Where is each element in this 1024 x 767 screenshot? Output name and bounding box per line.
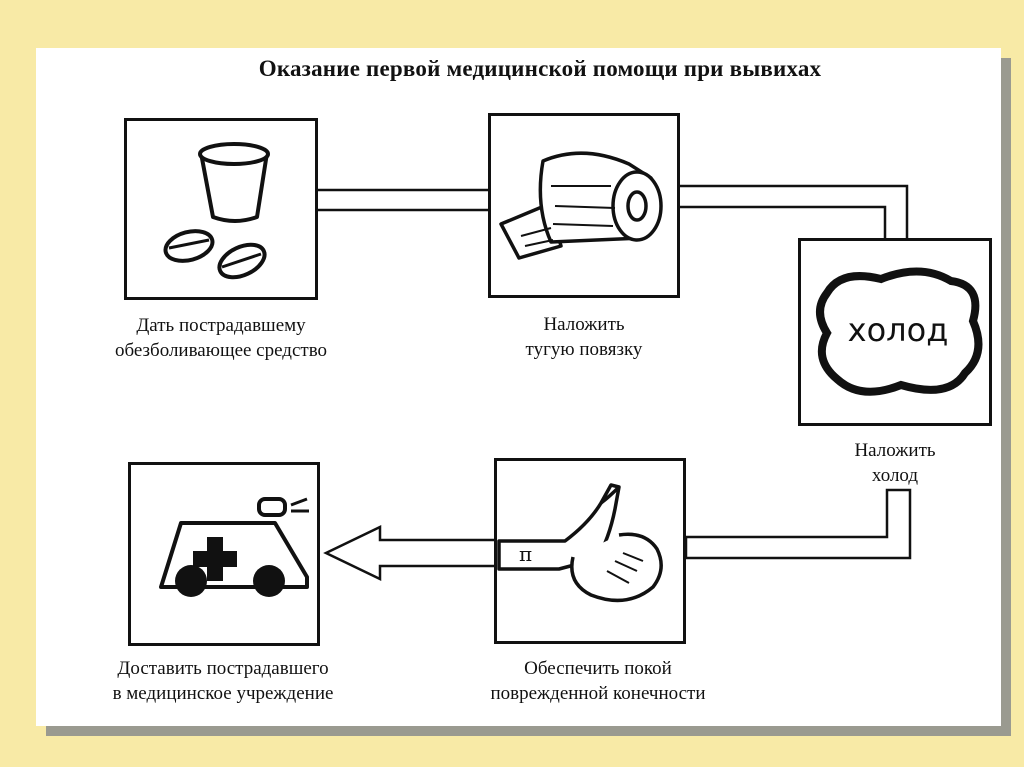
connector-2-3	[676, 184, 909, 242]
cold-pack-icon: холод	[816, 267, 983, 396]
diagram-title: Оказание первой медицинской помощи при в…	[258, 56, 822, 81]
connector-1-2	[314, 188, 494, 212]
step-3-box: холод	[798, 238, 992, 426]
cup-and-pills-icon	[163, 142, 270, 280]
step-4-box: π	[494, 458, 686, 644]
step-5-caption: Доставить пострадавшего в медицинское уч…	[112, 658, 334, 704]
step-2-box	[488, 113, 680, 298]
ambulance-icon	[159, 497, 309, 597]
step-5-box	[128, 462, 320, 646]
step-1-caption: Дать пострадавшему обезболивающее средст…	[114, 315, 328, 361]
resting-limb-icon: π	[497, 483, 663, 603]
svg-text:π: π	[519, 542, 532, 566]
step-2-caption: Наложить тугую повязку	[525, 314, 643, 360]
step-3-caption: Наложить холод	[854, 440, 936, 486]
cold-label: холод	[848, 311, 949, 349]
bandage-roll-icon	[499, 151, 663, 260]
step-4-caption: Обеспечить покой поврежденной конечности	[490, 658, 706, 704]
connector-3-4	[684, 488, 912, 560]
arrow-4-5	[323, 525, 498, 581]
step-1-box	[124, 118, 318, 300]
